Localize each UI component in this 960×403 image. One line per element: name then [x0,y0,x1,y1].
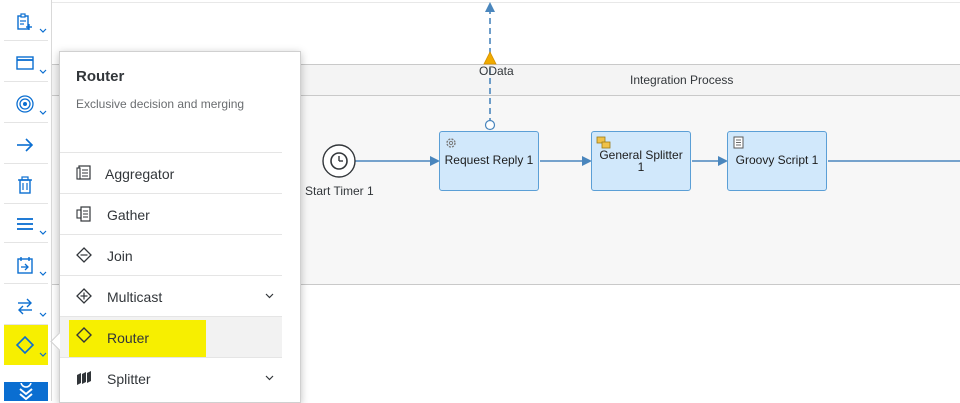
splitter-folder-icon [596,136,611,149]
start-timer-label: Start Timer 1 [305,184,374,198]
aggregator-icon [76,165,91,180]
chevron-down-icon[interactable] [265,293,274,299]
menu-item-label: Aggregator [105,166,175,182]
task-label: Groovy Script 1 [735,153,819,167]
chevron-down-icon [39,28,47,33]
flow-diagram [322,2,960,178]
odata-arrowhead [485,2,495,12]
chevron-down-icon [39,69,47,74]
task-groovy-script[interactable]: Groovy Script 1 [727,131,827,191]
multicast-diamond-icon [76,288,92,304]
pool-title: Integration Process [630,73,734,87]
menu-item-label: Gather [107,207,150,223]
palette-routing-button[interactable] [4,325,48,365]
start-timer-event [322,144,356,178]
palette-delete-button[interactable] [4,166,48,204]
palette-connector-button[interactable] [4,126,48,164]
chevron-down-icon [39,312,47,317]
menu-item-router[interactable]: Router [60,316,282,358]
script-icon [733,136,744,149]
palette-mapping-button[interactable] [4,205,48,243]
router-diamond-icon [76,327,92,343]
task-general-splitter[interactable]: General Splitter 1 [591,131,691,191]
trash-icon [18,176,32,194]
task-label: General Splitter 1 [594,149,688,173]
palette-call-button[interactable] [4,287,48,325]
task-label: Request Reply 1 [444,153,534,167]
clipboard-add-icon [17,13,32,30]
popover-title: Router [76,68,125,85]
gather-icon [76,206,91,222]
join-diamond-icon [76,247,92,263]
transfer-arrows-icon [18,298,32,315]
menu-item-label: Join [107,248,133,264]
task-label-line1: General Splitter [599,148,683,162]
menu-lines-icon [17,218,33,230]
menu-item-label: Multicast [107,289,163,305]
palette-process-button[interactable] [4,44,48,82]
menu-item-label: Router [107,330,150,346]
menu-item-join[interactable]: Join [60,234,282,275]
palette-transformation-button[interactable] [4,246,48,284]
diamond-icon [16,336,34,354]
double-chevron-down-icon [19,383,33,401]
menu-item-aggregator[interactable]: Aggregator [60,152,282,193]
canvas-top-border [52,2,960,3]
palette-more-button[interactable] [4,382,48,401]
menu-item-label: Splitter [107,371,151,387]
palette-participants-button[interactable] [4,3,48,41]
tool-palette [0,0,52,401]
odata-connection-port [484,119,496,131]
gear-icon [446,138,456,148]
chevron-down-icon[interactable] [265,375,274,381]
task-label-line2: 1 [637,160,645,174]
routing-popover: Router Exclusive decision and merging Ag… [50,51,301,403]
popover-subtitle: Exclusive decision and merging [76,97,245,111]
chevron-down-icon [39,110,47,115]
chevron-down-icon [39,352,47,357]
palette-events-button[interactable] [4,85,48,123]
selection-highlight [69,320,206,358]
calendar-arrow-icon [17,257,33,274]
chevron-down-icon [39,230,47,235]
odata-label: OData [479,64,514,78]
chevron-down-icon [39,271,47,276]
arrow-right-icon [17,138,34,152]
menu-item-gather[interactable]: Gather [60,193,282,234]
target-icon [16,95,34,113]
splitter-icon [77,371,91,385]
menu-item-splitter[interactable]: Splitter [60,357,282,398]
odata-warning-icon [483,51,497,65]
task-request-reply[interactable]: Request Reply 1 [439,131,539,191]
window-icon [16,56,34,70]
menu-item-multicast[interactable]: Multicast [60,275,282,316]
